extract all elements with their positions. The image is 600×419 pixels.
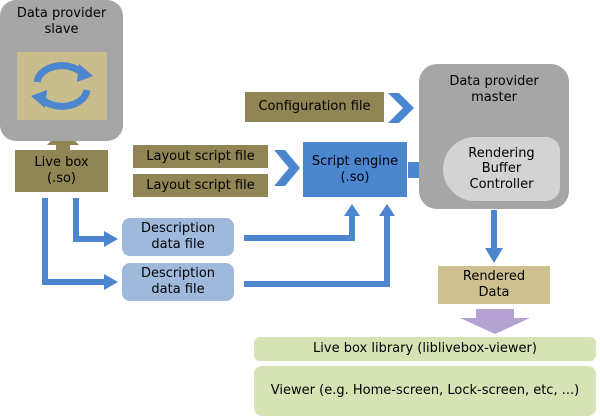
arrow-desc2-to-engine — [244, 214, 390, 287]
script-engine: Script engine (.so) — [303, 142, 407, 197]
chevron-layout-to-engine — [274, 150, 300, 186]
rendering-buffer-controller: Rendering Buffer Controller — [443, 137, 560, 201]
configuration-file: Configuration file — [245, 92, 384, 122]
description-data-file-2: Description data file — [122, 263, 234, 301]
data-provider-master: Data provider master Rendering Buffer Co… — [419, 64, 569, 209]
master-title: Data provider master — [449, 74, 539, 106]
arrow-rendered-to-library — [460, 309, 530, 334]
description-data-file-1: Description data file — [122, 218, 234, 256]
live-box: Live box (.so) — [15, 150, 108, 192]
arrow-desc1-to-engine — [244, 214, 355, 241]
layout-script-file-2: Layout script file — [133, 174, 268, 197]
data-provider-slave: Data provider slave — [0, 0, 123, 141]
live-box-library: Live box library (liblivebox-viewer) — [254, 337, 596, 361]
arrow-livebox-to-desc2 — [42, 198, 108, 285]
rendered-data: Rendered Data — [438, 266, 550, 304]
slave-icon-panel — [17, 52, 107, 120]
chevron-config-to-master — [388, 93, 414, 123]
rendering-buffer-label: Rendering Buffer Controller — [468, 145, 535, 192]
slave-title: Data provider slave — [16, 6, 107, 38]
viewer: Viewer (e.g. Home-screen, Lock-screen, e… — [254, 366, 596, 416]
layout-script-file-1: Layout script file — [133, 145, 268, 168]
arrow-livebox-to-desc1 — [73, 198, 108, 242]
refresh-icon — [31, 62, 93, 110]
